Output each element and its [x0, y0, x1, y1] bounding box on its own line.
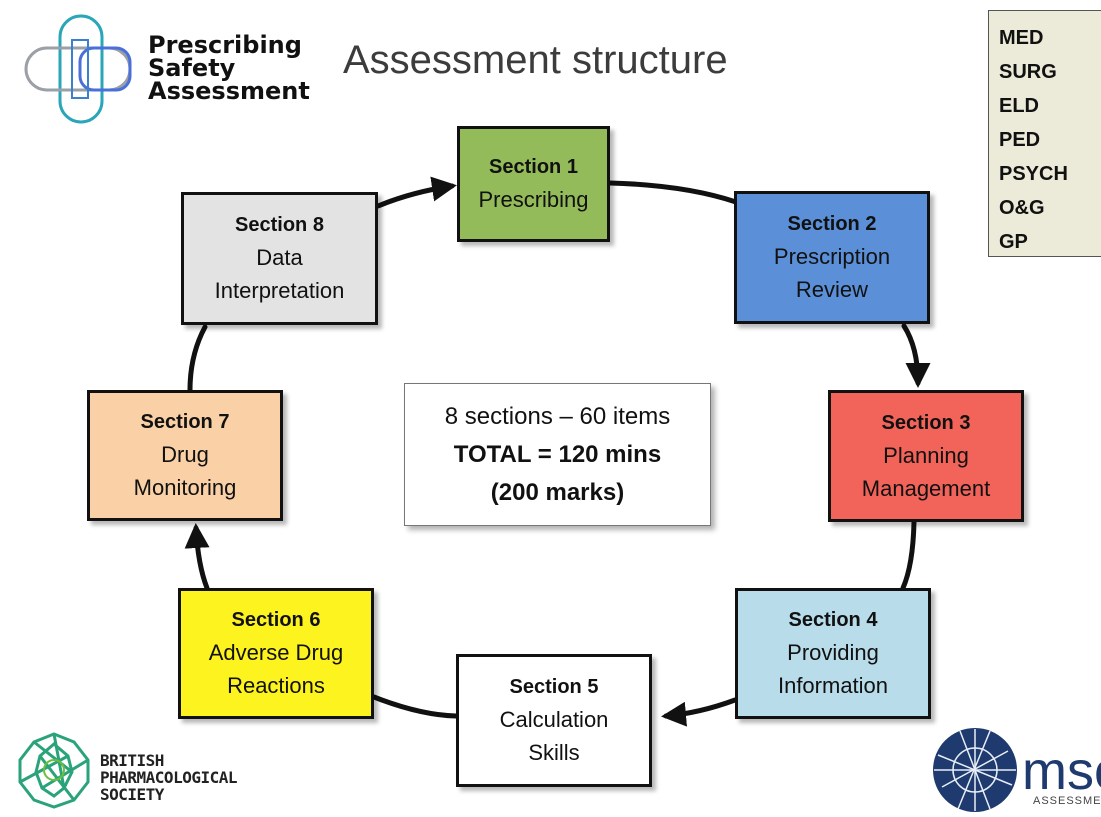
section-6-heading: Section 6: [231, 609, 321, 631]
arrow-3-to-4: [900, 519, 917, 591]
section-1-label: Prescribing: [478, 187, 589, 212]
section-2-box: Section 2 Prescription Review: [734, 191, 930, 324]
arrow-7-to-8: [187, 324, 208, 393]
arrow-5-to-6: [371, 694, 459, 719]
psa-logo-line-2: Safety: [148, 54, 236, 82]
specialty-eld: ELD: [999, 95, 1039, 117]
summary-total-marks: (200 marks): [490, 478, 625, 506]
section-3-label-2: Management: [861, 475, 991, 501]
section-3-label-1: Planning: [883, 442, 969, 468]
section-7-label-2: Monitoring: [133, 475, 237, 500]
bps-logo-text: BRITISH PHARMACOLOGICAL SOCIETY: [100, 751, 238, 804]
specialty-ped: PED: [999, 129, 1041, 151]
msc-logo-text: msc: [1022, 741, 1101, 801]
section-7-heading: Section 7: [140, 411, 230, 433]
psa-logo: Prescribing Safety Assessment: [20, 12, 310, 127]
section-4-label-2: Information: [777, 673, 889, 698]
msc-logo-subtext: ASSESSMENT: [1033, 795, 1101, 807]
section-5-box: Section 5 Calculation Skills: [456, 654, 652, 787]
bps-logo-line-1: BRITISH: [100, 751, 164, 770]
section-6-box: Section 6 Adverse Drug Reactions: [178, 588, 374, 719]
arrow-6-to-7: [184, 523, 210, 591]
section-5-label-2: Skills: [528, 740, 580, 765]
page-title: Assessment structure: [343, 38, 728, 82]
specialties-box: MED SURG ELD PED PSYCH O&G GP: [988, 10, 1101, 257]
section-2-label-1: Prescription: [773, 244, 891, 269]
summary-total-time: TOTAL = 120 mins: [453, 440, 662, 468]
section-3-heading: Section 3: [881, 411, 971, 434]
summary-box: 8 sections – 60 items TOTAL = 120 mins (…: [404, 383, 711, 526]
section-6-label-1: Adverse Drug: [208, 640, 344, 665]
bps-logo-line-3: SOCIETY: [100, 785, 164, 804]
section-4-heading: Section 4: [788, 609, 878, 631]
section-8-box: Section 8 Data Interpretation: [181, 192, 378, 325]
section-8-heading: Section 8: [235, 214, 324, 236]
section-6-label-2: Reactions: [227, 673, 325, 698]
bps-emblem-icon: [18, 732, 90, 809]
section-5-heading: Section 5: [509, 676, 599, 698]
specialty-psych: PSYCH: [999, 163, 1068, 185]
arrow-2-to-3: [901, 323, 931, 388]
psa-logo-line-1: Prescribing: [148, 31, 302, 59]
section-8-label-1: Data: [256, 245, 303, 270]
psa-cross-icon: [24, 14, 132, 124]
specialty-gp: GP: [999, 231, 1028, 253]
section-5-label-1: Calculation: [499, 707, 609, 732]
summary-sections-items: 8 sections – 60 items: [444, 402, 671, 430]
section-8-label-2: Interpretation: [214, 278, 345, 303]
section-1-heading: Section 1: [489, 156, 578, 178]
specialty-med: MED: [999, 27, 1044, 49]
msc-emblem-icon: [933, 728, 1017, 812]
specialty-surg: SURG: [999, 61, 1057, 83]
section-1-box: Section 1 Prescribing: [457, 126, 610, 242]
arrow-4-to-5: [661, 697, 738, 727]
section-3-box: Section 3 Planning Management: [828, 390, 1024, 522]
section-4-box: Section 4 Providing Information: [735, 588, 931, 719]
section-7-label-1: Drug: [161, 442, 209, 467]
section-4-label-1: Providing: [787, 640, 879, 665]
specialty-og: O&G: [999, 197, 1045, 219]
section-2-heading: Section 2: [787, 213, 877, 235]
bps-logo-line-2: PHARMACOLOGICAL: [100, 768, 238, 787]
arrow-1-to-2: [607, 180, 739, 205]
section-7-box: Section 7 Drug Monitoring: [87, 390, 283, 521]
arrow-8-to-1: [375, 176, 457, 209]
section-2-label-2: Review: [795, 277, 869, 302]
psa-logo-line-3: Assessment: [148, 77, 310, 105]
